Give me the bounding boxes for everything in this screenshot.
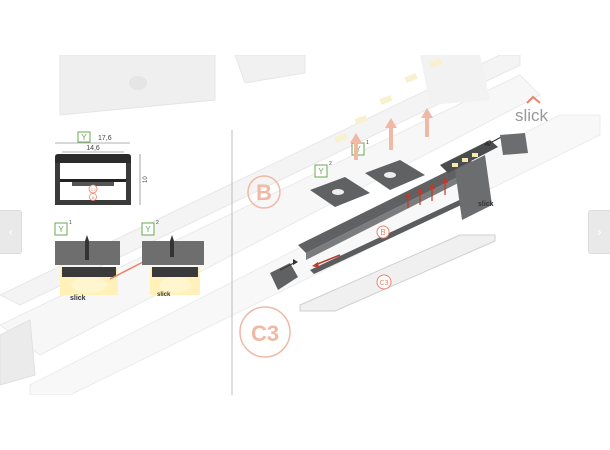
cross-section: Y 17,6 14,6 10 C3 B: [55, 131, 149, 205]
detail-y2: Y 2 slick: [141, 220, 204, 298]
product-image: Y 17,6 14,6 10 C3 B Y 1: [0, 55, 610, 395]
cross-section-b: B: [92, 195, 95, 200]
assembly-logo: slick: [478, 201, 494, 208]
badge-y2-text: Y: [145, 225, 151, 234]
width-inner-label: 14,6: [86, 145, 100, 152]
badge-y1-text: Y: [58, 225, 64, 234]
badge-y2-sup: 2: [156, 220, 159, 226]
label-b-small: B: [380, 228, 385, 237]
background-profile: [0, 55, 601, 395]
label-c3-large: C3: [251, 321, 279, 346]
profile-assembly: slick B: [270, 133, 528, 290]
next-image-button[interactable]: ›: [588, 210, 610, 254]
label-b-large: B: [256, 180, 272, 205]
brand-logo: slick: [515, 95, 549, 125]
svg-text:slick: slick: [157, 292, 171, 298]
detail1-logo: slick: [70, 295, 86, 302]
width-outer-label: 17,6: [98, 135, 112, 142]
label-c3-small: C3: [380, 280, 389, 287]
badge-mid2-sup: 2: [329, 161, 332, 167]
badge-y1-sup: 1: [69, 220, 72, 226]
diffuser-c3: C3: [299, 234, 496, 312]
badge-mid2-text: Y: [318, 167, 324, 176]
detail-y1: Y 1 slick: [54, 220, 146, 302]
badge-mid1-sup: 1: [366, 140, 369, 146]
badge-y-top-text: Y: [81, 133, 87, 142]
brand-logo-text: slick: [515, 106, 549, 125]
chevron-left-icon: ‹: [8, 225, 13, 239]
previous-image-button[interactable]: ‹: [0, 210, 22, 254]
badge-mid1-text: Y: [355, 145, 361, 154]
mounting-clips: Y 2 Y 1: [310, 108, 433, 207]
product-diagram: Y 17,6 14,6 10 C3 B Y 1: [0, 55, 601, 395]
badge-y-top: [77, 131, 91, 143]
height-label: 10: [143, 176, 149, 183]
cross-section-c3: C3: [90, 187, 96, 192]
chevron-right-icon: ›: [597, 225, 602, 239]
